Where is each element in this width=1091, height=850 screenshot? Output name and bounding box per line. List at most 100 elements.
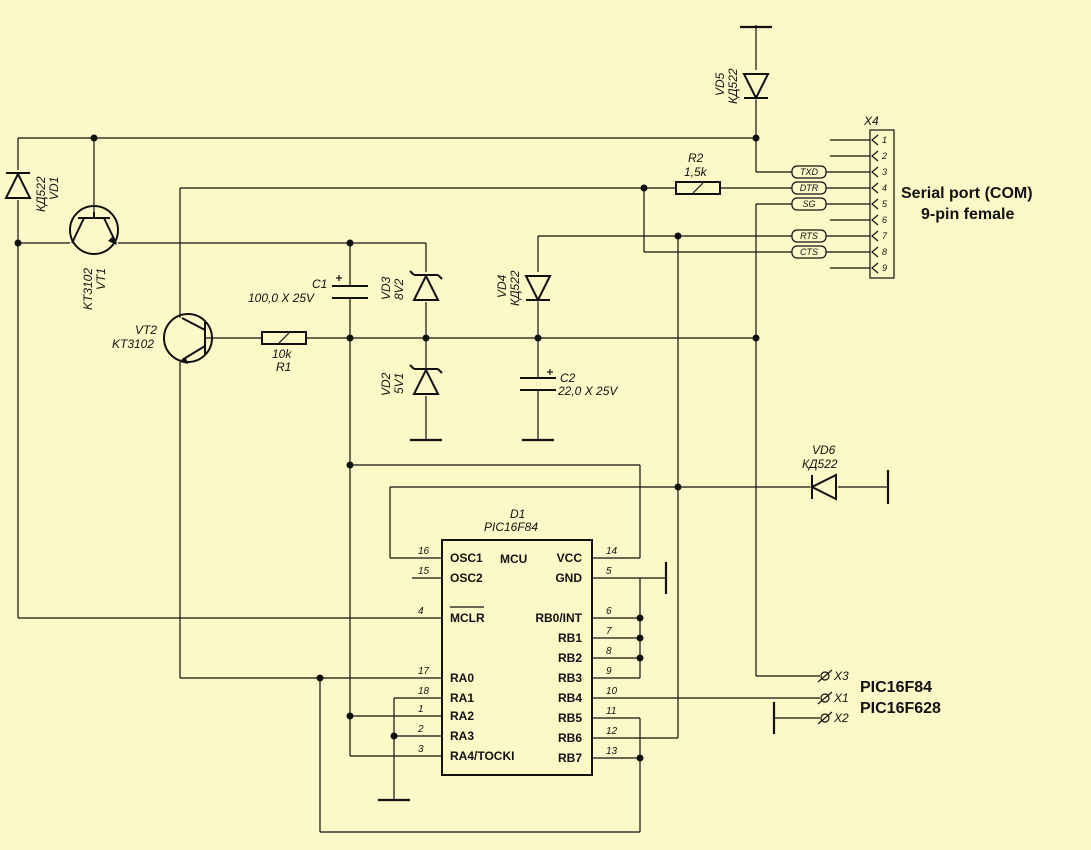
- chip-label-2: PIC16F628: [860, 700, 941, 717]
- resistor-r1: 10k R1: [261, 331, 307, 374]
- c1-ref: C1: [312, 277, 327, 291]
- mcu-pin-name: RB2: [558, 651, 582, 665]
- mcu-pin-name: RA2: [450, 709, 474, 723]
- mcu-part: PIC16F84: [484, 520, 538, 534]
- c2-value: 22,0 X 25V: [557, 384, 618, 398]
- mcu-pin-number: 13: [606, 746, 618, 757]
- signal-tag-box: [791, 229, 827, 243]
- mcu-ref: D1: [510, 507, 525, 521]
- terminal-x2: X2: [817, 711, 849, 725]
- vd1-ref: VD1: [47, 177, 61, 200]
- mcu-pin-name: RA3: [450, 729, 474, 743]
- diode-vd5: VD5 КД522: [713, 68, 770, 104]
- mcu-pin-number: 4: [418, 606, 424, 617]
- mcu-pin-number: 1: [418, 704, 424, 715]
- signal-tag-box: [791, 197, 827, 211]
- capacitor-c1: C1 100,0 X 25V: [248, 275, 368, 305]
- mcu-pin-number: 11: [606, 706, 616, 717]
- mcu-pin-name: RB5: [558, 711, 582, 725]
- zener-vd3: VD3 8V2: [379, 270, 443, 301]
- vd5-ref: VD5: [713, 72, 727, 96]
- mcu-pin-name: GND: [555, 571, 582, 585]
- mcu-pin-name: RB7: [558, 751, 582, 765]
- x4-pin-number: 6: [882, 215, 887, 225]
- capacitor-c2: C2 22,0 X 25V: [520, 369, 618, 398]
- mcu-pin-name: OSC2: [450, 571, 483, 585]
- signal-tag-label: RTS: [800, 231, 818, 241]
- mcu-pin-number: 9: [606, 666, 612, 677]
- mcu-pin-name: RB6: [558, 731, 582, 745]
- x4-pin-number: 8: [882, 247, 887, 257]
- vd6-ref: VD6: [812, 443, 836, 457]
- zener-vd2: VD2 5V1: [379, 364, 443, 396]
- r2-value: 1,5k: [684, 165, 708, 179]
- terminal-x1: X1: [817, 691, 849, 705]
- x4-pin-number: 9: [882, 263, 887, 273]
- x4-pin-contact: [871, 214, 879, 226]
- vd2-type: 5V1: [392, 373, 406, 394]
- vd6-type: КД522: [802, 457, 838, 471]
- vt1-type: KT3102: [81, 268, 95, 310]
- diode-vd1: КД522 VD1: [4, 171, 61, 212]
- diode-vd6: VD6 КД522: [802, 443, 838, 501]
- mcu-pin-name: RB4: [558, 691, 582, 705]
- x4-pin-contact: [871, 150, 879, 162]
- mcu-pin-name: VCC: [557, 551, 583, 565]
- mcu-pin-number: 14: [606, 546, 618, 557]
- terminal-x3: X3: [817, 669, 849, 683]
- mcu-pin-name: RB1: [558, 631, 582, 645]
- x1-label: X1: [833, 691, 849, 705]
- mcu-title: MCU: [500, 552, 527, 566]
- mcu-pin-name: RB0/INT: [535, 611, 582, 625]
- output-terminals: X3 X1 X2 PIC16F84 PIC16F628: [817, 669, 941, 725]
- mcu-pin-number: 5: [606, 566, 612, 577]
- mcu-pin-number: 18: [418, 686, 430, 697]
- mcu-pin-name: RA0: [450, 671, 474, 685]
- signal-tag-box: [791, 165, 827, 179]
- mcu-pin-name: RA4/TOCKI: [450, 749, 514, 763]
- x4-pin-contact: [871, 246, 879, 258]
- mcu-pin-name: MCLR: [450, 611, 485, 625]
- vd1-type: КД522: [34, 176, 48, 212]
- signal-tag-box: [791, 245, 827, 259]
- x4-pin-number: 5: [882, 199, 888, 209]
- signal-tag-box: [791, 181, 827, 195]
- signal-tag-label: DTR: [800, 183, 819, 193]
- connector-subtitle: 9-pin female: [921, 206, 1014, 223]
- vd2-ref: VD2: [379, 372, 393, 396]
- vd4-type: КД522: [508, 270, 522, 306]
- x4-pin-contact: [871, 134, 879, 146]
- r2-ref: R2: [688, 151, 704, 165]
- vd3-ref: VD3: [379, 276, 393, 300]
- mcu-pin-name: RA1: [450, 691, 474, 705]
- mcu-pin-number: 7: [606, 626, 612, 637]
- signal-tag-label: SG: [802, 199, 815, 209]
- x2-label: X2: [833, 711, 849, 725]
- x3-label: X3: [833, 669, 849, 683]
- x4-pin-contact: [871, 182, 879, 194]
- mcu-pin-name: OSC1: [450, 551, 483, 565]
- x4-pin-number: 3: [882, 167, 887, 177]
- vd3-type: 8V2: [392, 278, 406, 300]
- transistor-vt1: KT3102 VT1: [69, 205, 119, 310]
- vt1-ref: VT1: [94, 268, 108, 290]
- connector-title: Serial port (COM): [901, 185, 1033, 202]
- mcu-pin-number: 3: [418, 744, 424, 755]
- transistor-vt2: VT2 KT3102: [112, 313, 213, 364]
- x4-pin-number: 7: [882, 231, 888, 241]
- diode-vd4: VD4 КД522: [495, 270, 552, 306]
- vd5-type: КД522: [726, 68, 740, 104]
- mcu-pin-number: 15: [418, 566, 430, 577]
- x4-pin-contact: [871, 262, 879, 274]
- r1-ref: R1: [276, 360, 291, 374]
- mcu-pin-number: 17: [418, 666, 430, 677]
- x4-pin-contact: [871, 230, 879, 242]
- mcu-right-pins: 14VCC5GND6RB0/INT7RB18RB29RB310RB411RB51…: [535, 546, 617, 765]
- signal-tag-label: TXD: [800, 167, 819, 177]
